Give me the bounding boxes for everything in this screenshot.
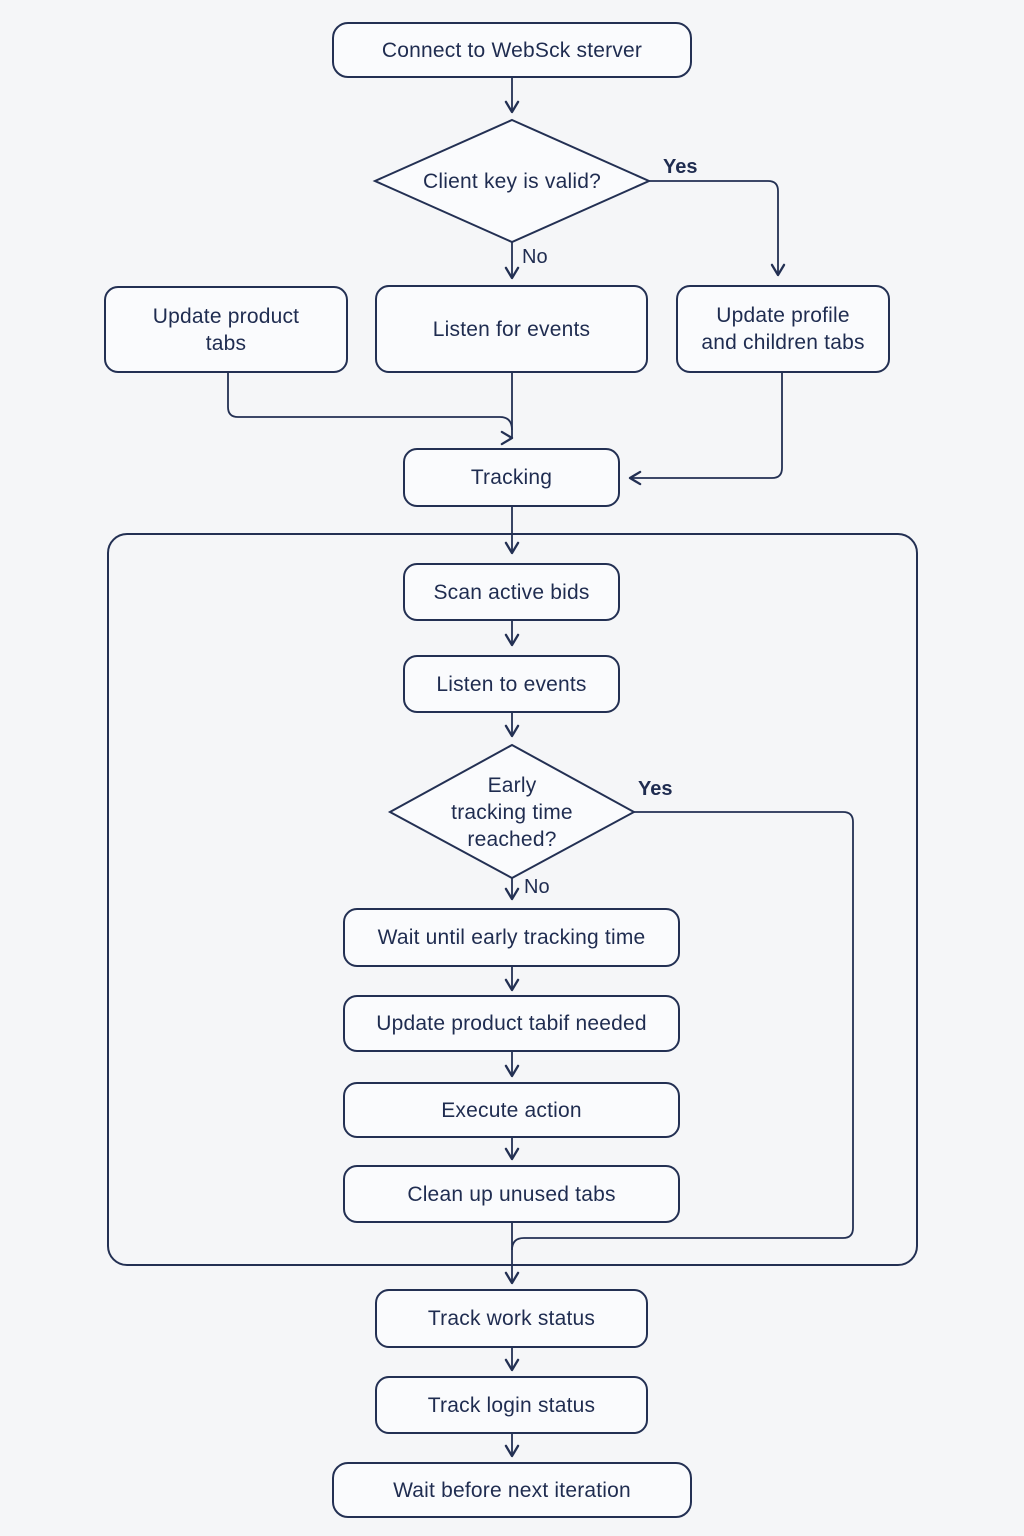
decision-label: Client key is valid? — [423, 169, 601, 193]
decision-early-tracking-time-label: Early tracking time reached? — [432, 771, 592, 853]
edge-update-profile-to-tracking — [628, 373, 783, 486]
node-label: Tracking — [470, 466, 553, 489]
node-update-product-tabs: Update product tabs — [104, 286, 348, 373]
decision-label: reached? — [467, 827, 557, 851]
node-label: Track login status — [427, 1393, 596, 1417]
node-label: Update product tabif needed — [376, 1012, 647, 1035]
decision-label: tracking time — [451, 800, 573, 824]
node-label: Listen to events — [436, 672, 587, 696]
node-update-product-tab-if-needed: Update product tabif needed — [343, 995, 680, 1052]
node-label: Listen for events — [432, 317, 591, 341]
node-label: tabs — [205, 331, 247, 355]
edge-decision2-yes-bypass — [511, 811, 854, 1251]
edge-label-key-valid-yes: Yes — [663, 156, 698, 178]
decision-client-key-valid-shape — [372, 118, 652, 244]
edge-label-early-time-yes: Yes — [638, 778, 673, 800]
node-label: Update profile — [716, 304, 850, 327]
edge-update-product-to-merge — [227, 373, 513, 431]
node-label: Wait until early tracking time — [377, 926, 646, 949]
node-label: Update product — [152, 304, 300, 328]
loop-container — [107, 533, 918, 1266]
edge-decision-yes-to-update-profile — [649, 180, 786, 277]
node-track-work-status: Track work status — [375, 1289, 648, 1348]
node-label: and children tabs — [701, 331, 865, 354]
node-label: Scan active bids — [433, 580, 590, 604]
node-connect-server: Connect to WebSck sterver — [332, 22, 692, 78]
node-scan-active-bids: Scan active bids — [403, 563, 620, 621]
node-execute-action: Execute action — [343, 1082, 680, 1138]
node-label: Connect to WebSck sterver — [381, 38, 643, 62]
node-label: Wait before next iteration — [393, 1478, 631, 1502]
edge-label-early-time-no: No — [524, 876, 550, 898]
node-listen-for-events: Listen for events — [375, 285, 648, 373]
decision-early-tracking-time-shape — [387, 743, 637, 880]
node-update-profile-children-tabs: Update profile and children tabs — [676, 285, 890, 373]
decision-client-key-valid-label: Client key is valid? — [392, 151, 632, 211]
node-label: Track work status — [427, 1307, 596, 1330]
node-track-login-status: Track login status — [375, 1376, 648, 1434]
node-tracking: Tracking — [403, 448, 620, 507]
decision-label: Early — [487, 773, 537, 797]
node-wait-before-next-iteration: Wait before next iteration — [332, 1462, 692, 1518]
node-label: Clean up unused tabs — [407, 1182, 616, 1206]
edge-label-key-valid-no: No — [522, 246, 548, 268]
node-listen-to-events: Listen to events — [403, 655, 620, 713]
node-clean-up-unused-tabs: Clean up unused tabs — [343, 1165, 680, 1223]
node-wait-until-early-tracking: Wait until early tracking time — [343, 908, 680, 967]
node-label: Execute action — [441, 1098, 582, 1122]
